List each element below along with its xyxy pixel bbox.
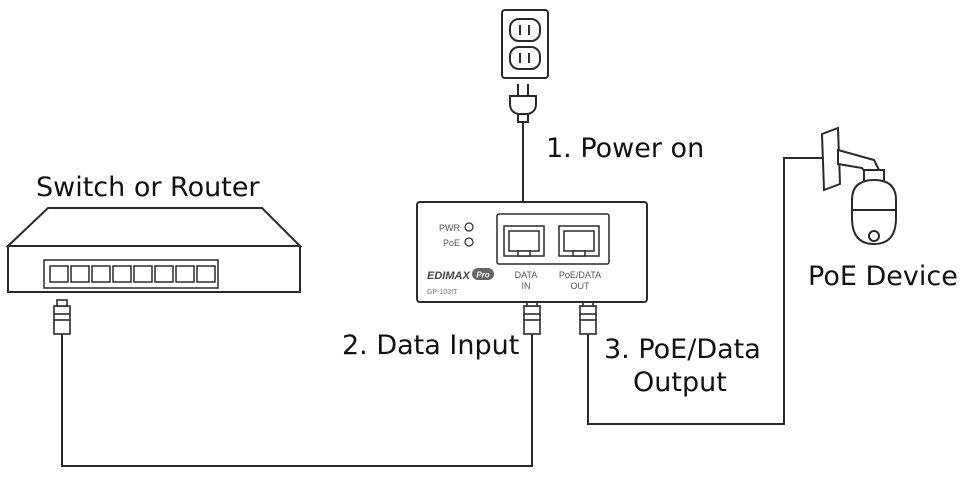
- brand-badge-bg: [472, 268, 494, 280]
- poe-injector-device: PWR PoE EDIMAX Pro GP-103IT DATA IN PoE/…: [416, 201, 648, 303]
- step-3-poe-output-label-line2: Output: [633, 367, 727, 398]
- step-3-poe-output-label-line1: 3. PoE/Data: [604, 334, 761, 365]
- pwr-label: PWR: [439, 223, 460, 233]
- poe-led: [464, 237, 474, 247]
- wall-plate: [820, 126, 842, 192]
- switch-ports: [49, 265, 216, 283]
- poe-output-cable: [587, 157, 826, 425]
- switch-router-label: Switch or Router: [36, 172, 260, 203]
- step-1-power-on-label: 1. Power on: [546, 133, 705, 164]
- data-input-cable: [61, 334, 533, 467]
- wall-outlet-icon: [501, 9, 549, 79]
- poe-data-out-port: [558, 225, 600, 257]
- model-label: GP-103IT: [427, 289, 458, 296]
- camera-dome: [851, 178, 897, 246]
- rj45-connector-icon: [523, 299, 541, 335]
- step-2-data-input-label: 2. Data Input: [342, 330, 520, 361]
- data-out-label-line2: OUT: [571, 281, 591, 291]
- camera-lens: [868, 230, 880, 242]
- data-in-label-line1: DATA: [515, 270, 538, 280]
- brand-logo: EDIMAX: [427, 270, 470, 282]
- poe-camera-device: [820, 126, 897, 246]
- cables: [61, 122, 826, 467]
- data-in-label-line2: IN: [522, 281, 531, 291]
- data-out-label-line1: PoE/DATA: [559, 270, 601, 280]
- data-in-port: [503, 225, 545, 257]
- power-plug-icon: [509, 84, 537, 123]
- poe-led-label: PoE: [443, 238, 460, 248]
- pwr-led: [464, 222, 474, 232]
- poe-device-label: PoE Device: [808, 261, 958, 292]
- switch-router-device: [5, 207, 303, 293]
- rj45-connector-icon: [53, 299, 71, 335]
- brand-badge: Pro: [476, 271, 489, 280]
- rj45-connector-icon: [579, 299, 597, 335]
